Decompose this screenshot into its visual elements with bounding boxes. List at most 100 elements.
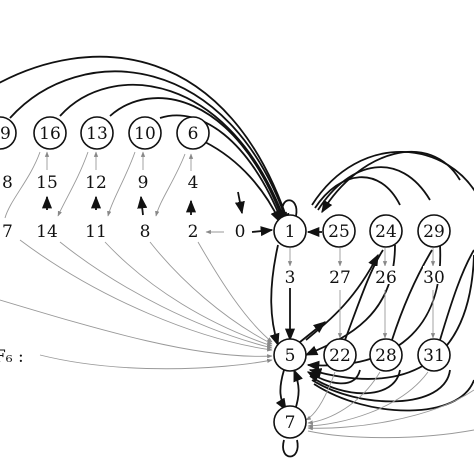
circled-nodes: 191613106125242952228317 [0, 116, 451, 439]
label-background [182, 220, 204, 238]
state-label-30: 30 [423, 268, 445, 288]
label-background [229, 220, 251, 238]
edge-6-to-1 [204, 141, 281, 224]
edge-right-to-7 [307, 389, 474, 431]
state-label-0: 0 [235, 222, 246, 242]
node-31: 31 [417, 338, 451, 372]
node-label: 13 [86, 124, 108, 144]
node-29: 29 [417, 214, 451, 248]
edge-22-to-5 [306, 369, 361, 385]
edge-6-to-2 [155, 153, 186, 217]
node-label: 29 [423, 222, 445, 242]
node-7: 7 [273, 405, 307, 439]
state-label-18: 18 [0, 173, 13, 193]
state-label-2: 2 [188, 222, 199, 242]
label-background [329, 266, 351, 284]
node-label: 1 [285, 222, 296, 242]
label-background [85, 171, 107, 189]
plain-nodes: 181512941714118203272630 [0, 171, 445, 288]
edge-22-to-24 [344, 249, 384, 341]
node-label: 10 [134, 124, 156, 144]
edge-29-to-1 [314, 176, 401, 209]
side-label: F₆ : [0, 347, 24, 367]
edge-28-to-5 [309, 369, 401, 395]
label-background [132, 171, 154, 189]
state-label-14: 14 [36, 222, 58, 242]
edge-28-to-29 [391, 249, 433, 341]
edge-17-to-5 [19, 239, 273, 352]
self-loop-1 [281, 199, 298, 217]
edge-5-to-7 [275, 369, 287, 412]
thin-edges [0, 151, 474, 439]
edge-16-to-1 [59, 83, 287, 226]
edge-31-to-5 [311, 369, 451, 403]
state-label-15: 15 [36, 173, 58, 193]
edge-31-to-right [439, 249, 474, 341]
edge-right-low-to-5 [313, 379, 474, 412]
edge-left-to-5 [0, 299, 273, 359]
node-circle [323, 338, 357, 372]
node-circle [128, 116, 162, 150]
node-6: 6 [176, 116, 210, 150]
node-label: 31 [423, 346, 445, 366]
state-label-26: 26 [375, 268, 397, 288]
node-label: 7 [285, 413, 296, 433]
state-label-3: 3 [285, 268, 296, 288]
edge-7-to-5 [293, 368, 303, 411]
node-label: 28 [375, 346, 397, 366]
label-background [85, 220, 107, 238]
edge-13-to-1 [109, 97, 285, 225]
node-19: 19 [0, 116, 17, 150]
node-label: 22 [329, 346, 351, 366]
node-1: 1 [273, 214, 307, 248]
node-circle [33, 116, 67, 150]
edge-10-to-8 [107, 151, 136, 217]
label-background [36, 171, 58, 189]
label-background [0, 220, 13, 238]
state-label-27: 27 [329, 268, 351, 288]
edge-13-to-11 [57, 151, 89, 217]
edge-5-to-27 [299, 321, 326, 343]
label-background [279, 266, 301, 284]
edge-10-to-1 [159, 114, 283, 224]
node-circle [273, 214, 307, 248]
edge-8-to-9 [137, 195, 148, 216]
node-circle [417, 214, 451, 248]
edge-28-to-7 [307, 371, 381, 425]
edge-1-to-5-left [269, 244, 280, 347]
thick-edges [0, 55, 474, 458]
node-circle [80, 116, 114, 150]
node-24: 24 [369, 214, 403, 248]
node-circle [176, 116, 210, 150]
label-background [36, 220, 58, 238]
node-28: 28 [369, 338, 403, 372]
edge-2-to-5 [197, 241, 273, 343]
node-circle [273, 405, 307, 439]
edge-right-to-1 [311, 150, 474, 206]
self-loop-7 [282, 439, 299, 458]
edge-right-low-to-7 [307, 429, 474, 439]
node-circle [0, 116, 17, 150]
node-25: 25 [322, 214, 356, 248]
node-circle [369, 214, 403, 248]
edge-11-to-5 [104, 241, 273, 347]
edge-16-to-14 [4, 151, 41, 219]
state-label-11: 11 [85, 222, 107, 242]
node-label: 19 [0, 124, 11, 144]
state-label-17: 17 [0, 222, 13, 242]
node-22: 22 [323, 338, 357, 372]
edge-8-to-5 [149, 241, 273, 345]
edge-14-to-5 [59, 241, 273, 349]
label-background [134, 220, 156, 238]
node-circle [322, 214, 356, 248]
node-label: 6 [188, 124, 199, 144]
edge-0-to-1 [251, 226, 274, 237]
edge-0-down [234, 191, 245, 215]
edge-left-low-to-5 [39, 354, 273, 370]
node-label: 25 [328, 222, 350, 242]
edge-5-to-24 [305, 253, 379, 341]
label-background [423, 266, 445, 284]
node-10: 10 [128, 116, 162, 150]
edge-19-to-1 [9, 70, 290, 227]
